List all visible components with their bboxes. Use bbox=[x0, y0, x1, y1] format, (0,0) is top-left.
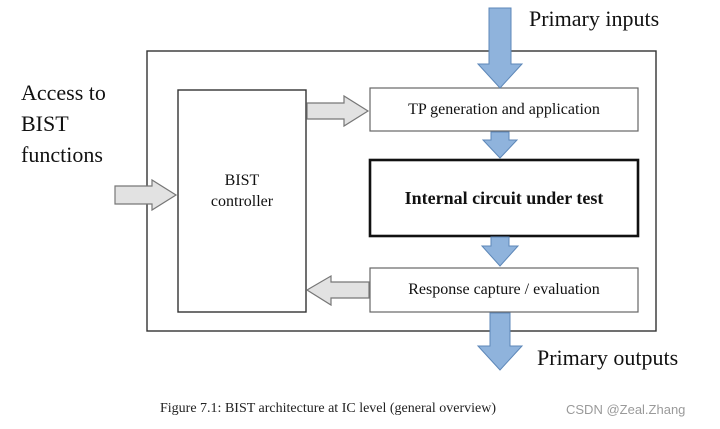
primary-outputs-arrow bbox=[476, 312, 524, 371]
access-label-line-1: Access to bbox=[21, 80, 106, 105]
controller-label-line-2: controller bbox=[210, 193, 274, 210]
access-arrow bbox=[114, 178, 178, 212]
bist-controller-label: BIST controller bbox=[178, 168, 306, 214]
response-capture-box bbox=[369, 267, 639, 313]
csdn-watermark: CSDN @Zeal.Zhang bbox=[566, 402, 686, 417]
primary-inputs-arrow bbox=[476, 7, 524, 89]
cut-to-response-arrow bbox=[480, 236, 520, 267]
primary-inputs-label: Primary inputs bbox=[529, 6, 660, 31]
circuit-under-test-box bbox=[368, 158, 640, 238]
circuit-under-test-label: Internal circuit under test bbox=[404, 187, 604, 208]
primary-outputs-label: Primary outputs bbox=[537, 345, 679, 370]
bist-controller-box bbox=[177, 89, 307, 313]
tp-generation-box bbox=[369, 87, 639, 132]
access-label-line-2: BIST bbox=[21, 111, 69, 136]
access-to-bist-functions-label: Access to BIST functions bbox=[21, 77, 106, 170]
tp-to-cut-arrow bbox=[481, 131, 519, 159]
response-to-controller-arrow bbox=[305, 274, 370, 307]
tp-generation-label: TP generation and application bbox=[408, 100, 600, 118]
access-label-line-3: functions bbox=[21, 142, 103, 167]
controller-to-tp-arrow bbox=[306, 94, 370, 128]
figure-caption: Figure 7.1: BIST architecture at IC leve… bbox=[160, 401, 497, 416]
response-capture-label: Response capture / evaluation bbox=[408, 281, 600, 298]
controller-label-line-1: BIST bbox=[224, 172, 260, 189]
